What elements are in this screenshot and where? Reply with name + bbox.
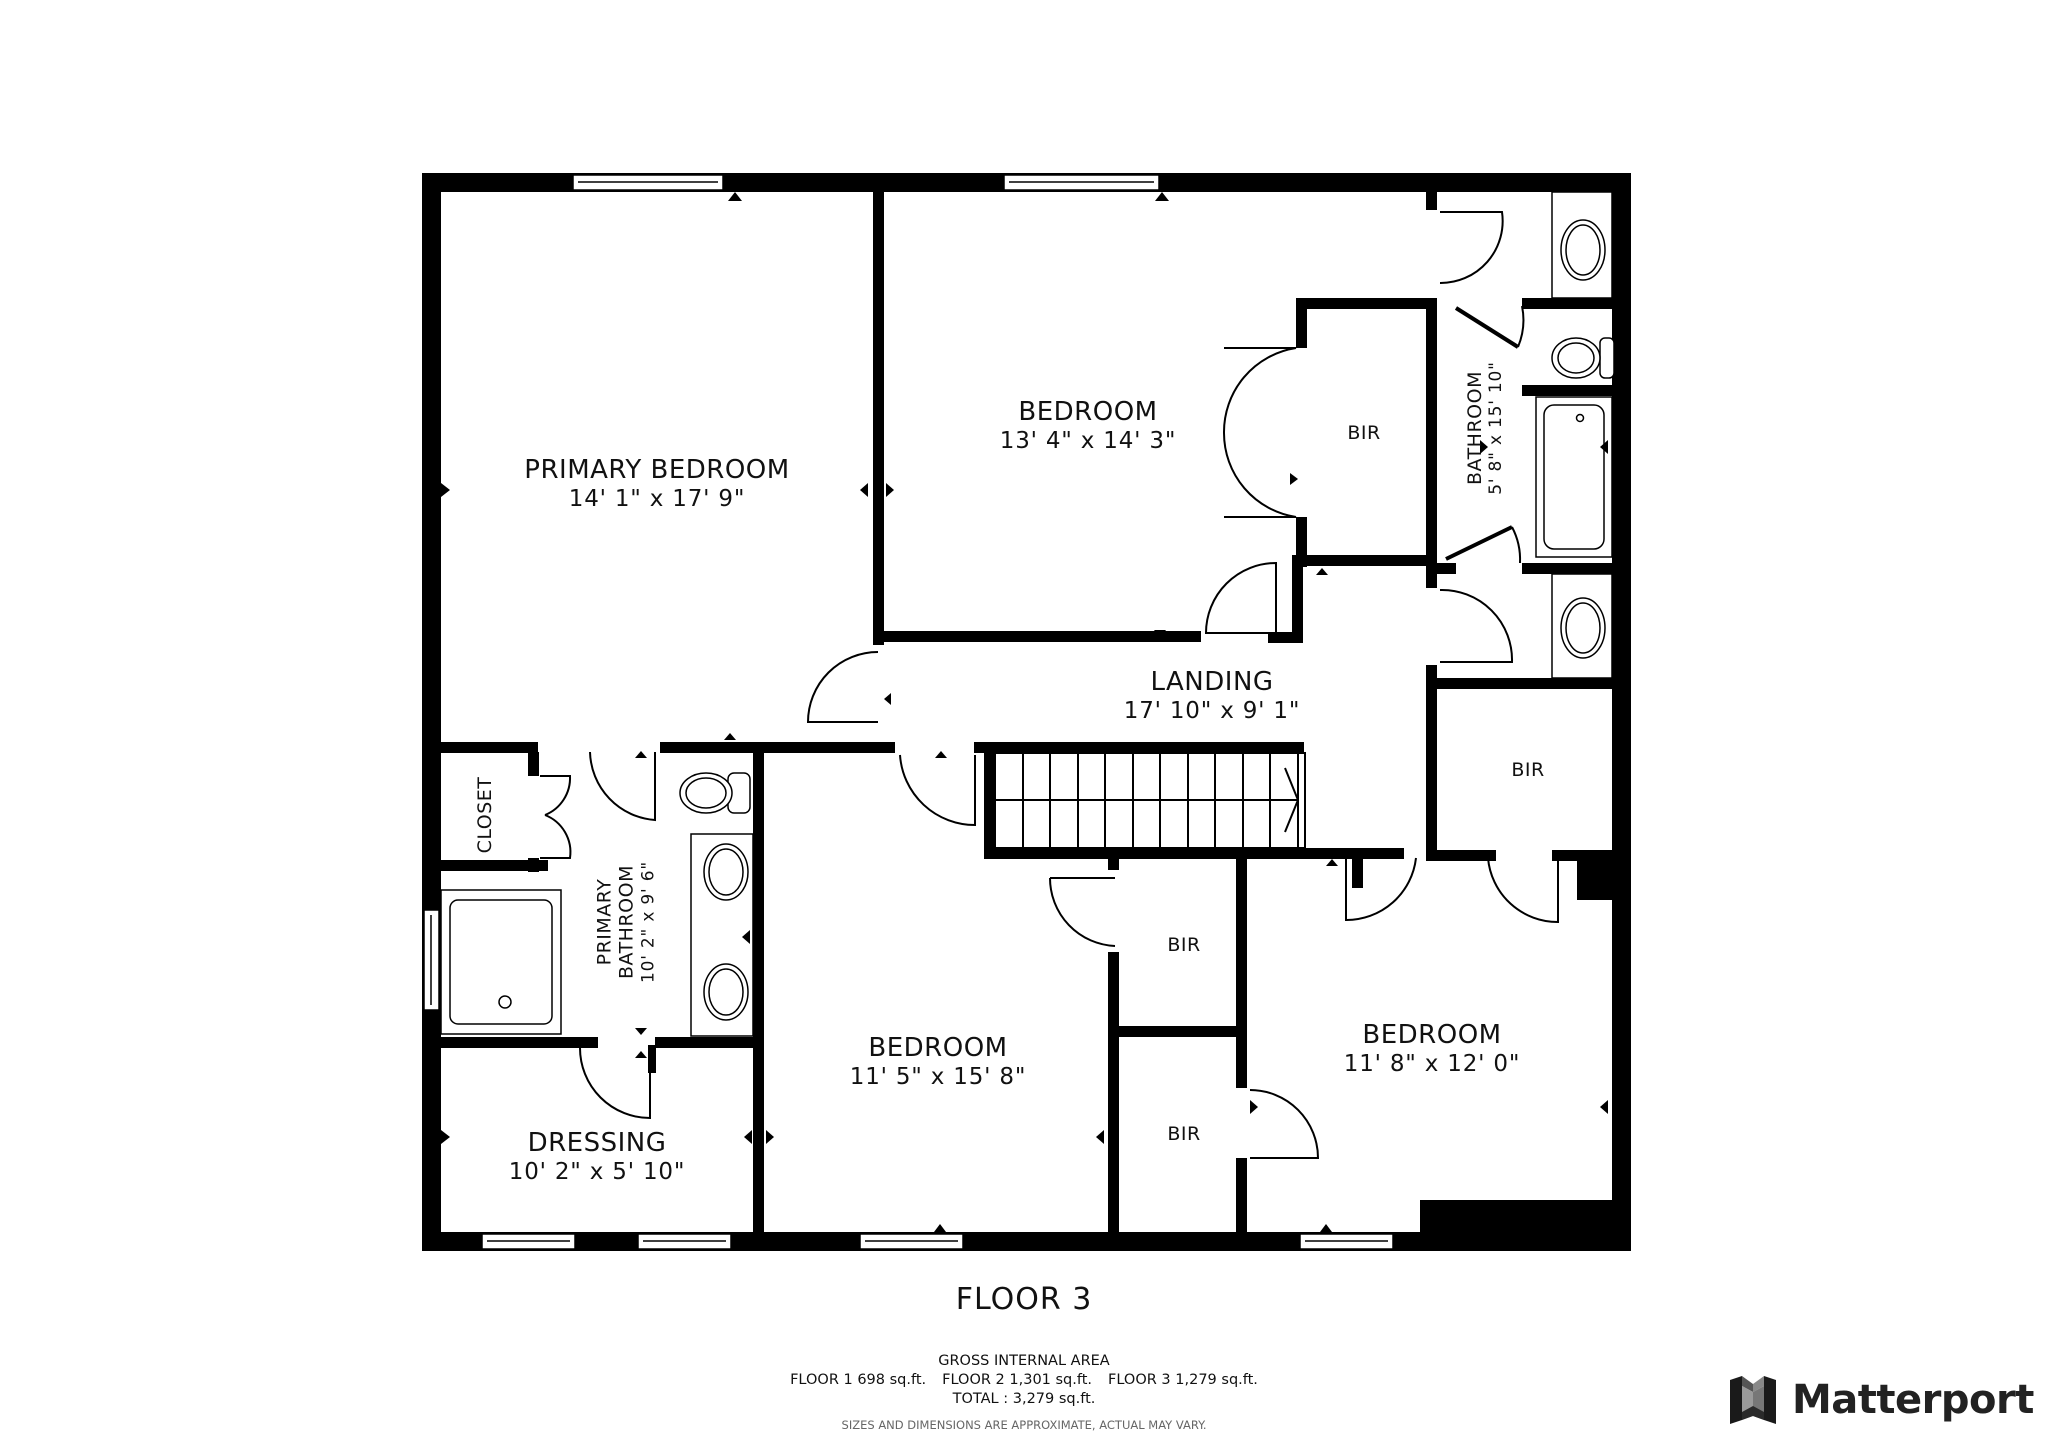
area-floor-3: FLOOR 3 1,279 sq.ft. xyxy=(1108,1372,1258,1388)
brand-name: Matterport xyxy=(1792,1377,2034,1423)
area-floor-2: FLOOR 2 1,301 sq.ft. xyxy=(942,1372,1093,1388)
room-name: PRIMARY xyxy=(593,878,616,966)
room-name: BIR xyxy=(1167,1122,1201,1145)
room-name: BEDROOM xyxy=(1362,1020,1502,1051)
room-name: BIR xyxy=(1347,421,1381,444)
room-dimensions: 5' 8" x 15' 10" xyxy=(1486,361,1507,495)
room-dimensions: 11' 5" x 15' 8" xyxy=(849,1063,1027,1090)
area-floors-row: FLOOR 1 698 sq.ft. FLOOR 2 1,301 sq.ft. FL… xyxy=(790,1371,1258,1390)
room-dimensions: 10' 2" x 9' 6" xyxy=(638,861,659,983)
room-landing: LANDING 17' 10" x 9' 1" xyxy=(1124,667,1300,725)
room-primary-bedroom: PRIMARY BEDROOM 14' 1" x 17' 9" xyxy=(524,455,789,513)
area-total: TOTAL : 3,279 sq.ft. xyxy=(952,1391,1096,1407)
interior-walls xyxy=(438,190,1614,1234)
room-dimensions: 17' 10" x 9' 1" xyxy=(1123,697,1301,724)
matterport-logo-icon xyxy=(1730,1376,1776,1424)
room-name-line2: BATHROOM xyxy=(615,865,638,979)
windows xyxy=(423,174,1394,1250)
room-dressing: DRESSING 10' 2" x 5' 10" xyxy=(509,1128,685,1186)
room-primary-bathroom: PRIMARY BATHROOM 10' 2" x 9' 6" xyxy=(594,861,659,983)
stairs xyxy=(994,752,1306,849)
room-bedroom-southeast: BEDROOM 11' 8" x 12' 0" xyxy=(1344,1020,1520,1078)
room-bir-center-lower: BIR xyxy=(1167,1123,1200,1145)
door-swings xyxy=(540,211,1559,1159)
room-name: CLOSET xyxy=(473,776,496,854)
room-closet: CLOSET xyxy=(474,777,496,854)
room-bathroom: BATHROOM 5' 8" x 15' 10" xyxy=(1464,361,1506,495)
room-name: BIR xyxy=(1167,933,1201,956)
area-heading: GROSS INTERNAL AREA xyxy=(938,1353,1110,1369)
gross-internal-area: GROSS INTERNAL AREA FLOOR 1 698 sq.ft.FL… xyxy=(790,1352,1258,1409)
room-dimensions: 13' 4" x 14' 3" xyxy=(999,427,1177,454)
exterior-walls xyxy=(422,173,1631,1251)
disclaimer-text: SIZES AND DIMENSIONS ARE APPROXIMATE, AC… xyxy=(841,1418,1207,1432)
room-name: BEDROOM xyxy=(868,1033,1008,1064)
area-floor-1: FLOOR 1 698 sq.ft. xyxy=(790,1372,927,1388)
room-dimensions: 11' 8" x 12' 0" xyxy=(1343,1050,1521,1077)
room-dimensions: 10' 2" x 5' 10" xyxy=(508,1158,686,1185)
room-name: DRESSING xyxy=(527,1128,667,1159)
room-name: BIR xyxy=(1511,758,1545,781)
room-name: BATHROOM xyxy=(1463,371,1486,485)
room-bedroom-south: BEDROOM 11' 5" x 15' 8" xyxy=(850,1033,1026,1091)
room-dimensions: 14' 1" x 17' 9" xyxy=(568,485,746,512)
room-bedroom-north: BEDROOM 13' 4" x 14' 3" xyxy=(1000,397,1176,455)
room-name: LANDING xyxy=(1150,667,1274,698)
room-name: BEDROOM xyxy=(1018,397,1158,428)
room-name: PRIMARY BEDROOM xyxy=(524,455,790,486)
room-bir-north: BIR xyxy=(1347,422,1380,444)
room-bir-east: BIR xyxy=(1511,759,1544,781)
fixtures xyxy=(440,191,1615,1037)
room-bir-center-upper: BIR xyxy=(1167,934,1200,956)
dimension-markers xyxy=(441,192,1608,1232)
matterport-brand: Matterport xyxy=(1728,1374,2034,1426)
floor-title: FLOOR 3 xyxy=(955,1282,1093,1317)
